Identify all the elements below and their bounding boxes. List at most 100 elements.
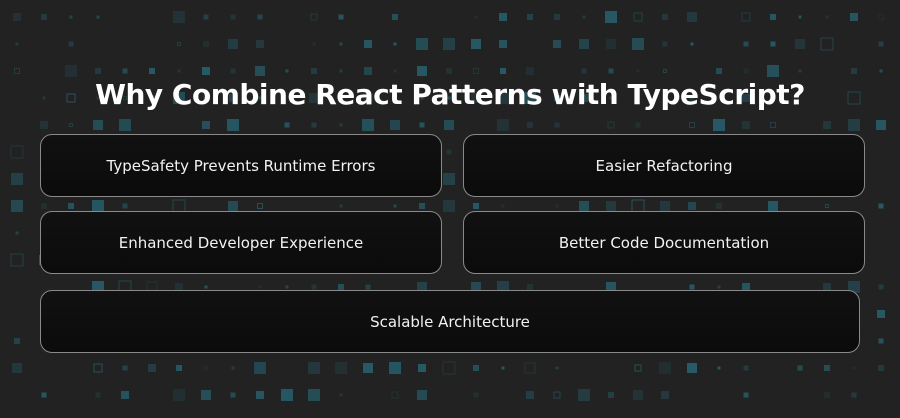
- pattern-square: [227, 119, 239, 131]
- pattern-square: [633, 390, 643, 400]
- pattern-square: [499, 40, 507, 48]
- pattern-square: [851, 68, 857, 74]
- pattern-square: [201, 390, 211, 400]
- pattern-square: [10, 145, 24, 159]
- pattern-square: [717, 285, 721, 289]
- pattern-square: [852, 366, 856, 370]
- pattern-square: [689, 122, 695, 128]
- page-title: Why Combine React Patterns with TypeScri…: [95, 78, 805, 111]
- pattern-square: [123, 96, 127, 100]
- pattern-square: [173, 11, 185, 23]
- pattern-square: [258, 285, 262, 289]
- pattern-square: [393, 204, 397, 208]
- pattern-square: [68, 203, 74, 209]
- pattern-square: [256, 40, 264, 48]
- pattern-square: [229, 94, 237, 102]
- pattern-square: [443, 173, 455, 185]
- pattern-square: [555, 366, 559, 370]
- pattern-square: [609, 96, 613, 100]
- pattern-square: [471, 282, 481, 292]
- pattern-square: [687, 12, 697, 22]
- pattern-square: [309, 93, 319, 103]
- pattern-square: [231, 366, 235, 370]
- pattern-square: [742, 283, 750, 291]
- pattern-square: [716, 203, 722, 209]
- pattern-square: [14, 68, 20, 74]
- pattern-square: [687, 363, 697, 373]
- pattern-square: [848, 119, 860, 131]
- pattern-square: [363, 363, 373, 373]
- pattern-square: [389, 362, 401, 374]
- pattern-square: [419, 203, 425, 209]
- card-label: Scalable Architecture: [370, 312, 530, 331]
- pattern-square: [66, 93, 76, 103]
- pattern-square: [41, 14, 47, 20]
- pattern-square: [579, 39, 589, 49]
- pattern-square: [204, 285, 208, 289]
- pattern-square: [636, 69, 640, 73]
- pattern-square: [579, 201, 589, 211]
- pattern-square: [258, 96, 262, 100]
- pattern-square: [878, 284, 884, 290]
- pattern-square: [339, 42, 343, 46]
- card-label: Easier Refactoring: [595, 156, 733, 175]
- pattern-square: [742, 121, 750, 129]
- pattern-square: [554, 14, 560, 20]
- pattern-square: [41, 392, 47, 398]
- pattern-square: [417, 66, 427, 76]
- pattern-square: [230, 68, 236, 74]
- pattern-square: [122, 68, 128, 74]
- pattern-square: [149, 68, 155, 74]
- pattern-square: [256, 391, 264, 399]
- card-code-documentation: Better Code Documentation: [463, 211, 865, 274]
- pattern-square: [285, 285, 289, 289]
- pattern-square: [553, 391, 561, 399]
- pattern-square: [607, 121, 615, 129]
- pattern-square: [418, 364, 426, 372]
- pattern-square: [95, 392, 101, 398]
- pattern-square: [553, 40, 561, 48]
- pattern-square: [177, 42, 181, 46]
- pattern-square: [390, 120, 400, 130]
- pattern-square: [823, 121, 831, 129]
- pattern-square: [634, 364, 642, 372]
- pattern-square: [230, 14, 236, 20]
- pattern-square: [555, 204, 559, 208]
- pattern-square: [770, 41, 776, 47]
- pattern-square: [119, 119, 131, 131]
- pattern-square: [93, 120, 103, 130]
- pattern-square: [877, 310, 885, 318]
- pattern-square: [824, 392, 830, 398]
- pattern-square: [797, 365, 803, 371]
- pattern-square: [339, 393, 343, 397]
- pattern-square: [661, 391, 669, 399]
- pattern-square: [68, 41, 74, 47]
- pattern-square: [203, 14, 209, 20]
- pattern-square: [10, 253, 24, 267]
- pattern-square: [122, 365, 128, 371]
- pattern-square: [391, 391, 399, 399]
- pattern-square: [69, 15, 73, 19]
- card-label: TypeSafety Prevents Runtime Errors: [106, 156, 376, 175]
- pattern-square: [443, 38, 455, 50]
- pattern-square: [257, 203, 263, 209]
- pattern-square: [417, 282, 427, 292]
- pattern-square: [15, 42, 19, 46]
- pattern-square: [527, 122, 533, 128]
- pattern-square: [416, 38, 428, 50]
- pattern-square: [96, 96, 100, 100]
- pattern-square: [606, 39, 616, 49]
- pattern-square: [12, 363, 22, 373]
- pattern-square: [202, 121, 210, 129]
- pattern-square: [876, 120, 886, 130]
- pattern-square: [743, 41, 749, 47]
- card-scalable-architecture: Scalable Architecture: [40, 290, 860, 353]
- pattern-square: [419, 122, 425, 128]
- pattern-square: [878, 203, 884, 209]
- pattern-square: [308, 362, 320, 374]
- pattern-square: [524, 92, 536, 104]
- pattern-square: [497, 92, 509, 104]
- pattern-square: [608, 392, 614, 398]
- pattern-square: [11, 200, 23, 212]
